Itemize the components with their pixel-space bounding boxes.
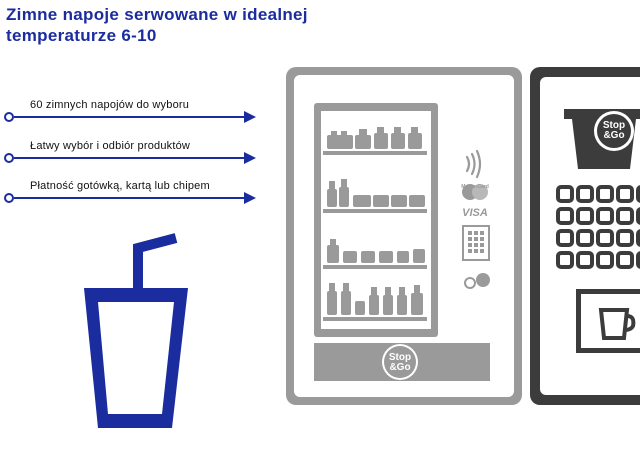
feature-item-drinks: 60 zimnych napojów do wyboru <box>4 99 260 125</box>
bullet-icon <box>4 193 14 203</box>
keypad-icon <box>462 225 490 261</box>
coffee-vending-machine: Stop &Go <box>530 67 640 405</box>
feature-label: Płatność gotówką, kartą lub chipem <box>30 180 210 192</box>
feature-item-payment: Płatność gotówką, kartą lub chipem <box>4 180 260 206</box>
coin-slot-small <box>464 277 476 289</box>
coin-slot-large <box>476 273 490 287</box>
shelves-with-bottles <box>323 127 427 321</box>
arrow-line <box>14 116 246 118</box>
logo-text-line-1: Stop <box>388 352 412 363</box>
cold-drinks-vending-machine: MasterCard VISA Stop &Go <box>286 67 522 405</box>
feature-item-easy-pickup: Łatwy wybór i odbiór produktów <box>4 140 260 166</box>
coffee-cup-small-icon <box>598 308 636 340</box>
bullet-icon <box>4 153 14 163</box>
stop-and-go-logo: Stop &Go <box>594 111 634 151</box>
pickup-bar: Stop &Go <box>314 343 490 381</box>
arrow-icon <box>244 152 256 164</box>
product-window-glass <box>321 111 431 329</box>
page-title: Zimne napoje serwowane w idealnej temper… <box>6 4 308 46</box>
title-line-2: temperaturze 6-10 <box>6 26 157 45</box>
arrow-icon <box>244 111 256 123</box>
logo-text-line-2: &Go <box>603 130 625 141</box>
visa-label: VISA <box>462 207 488 219</box>
arrow-line <box>14 157 246 159</box>
cup-dispenser <box>576 289 640 353</box>
mastercard-icon <box>462 184 488 200</box>
product-window <box>314 103 438 337</box>
stop-and-go-logo: Stop &Go <box>382 344 418 380</box>
feature-label: 60 zimnych napojów do wyboru <box>30 99 190 111</box>
feature-label: Łatwy wybór i odbiór produktów <box>30 140 191 152</box>
selection-buttons-grid <box>556 185 640 269</box>
bullet-icon <box>4 112 14 122</box>
logo-text-line-1: Stop <box>602 120 626 131</box>
contactless-icon <box>465 149 482 179</box>
mastercard-label: MasterCard <box>461 184 489 190</box>
arrow-line <box>14 197 246 199</box>
arrow-icon <box>244 192 256 204</box>
cup-with-straw-icon <box>84 233 188 428</box>
logo-text-line-2: &Go <box>389 362 411 373</box>
title-line-1: Zimne napoje serwowane w idealnej <box>6 5 308 24</box>
